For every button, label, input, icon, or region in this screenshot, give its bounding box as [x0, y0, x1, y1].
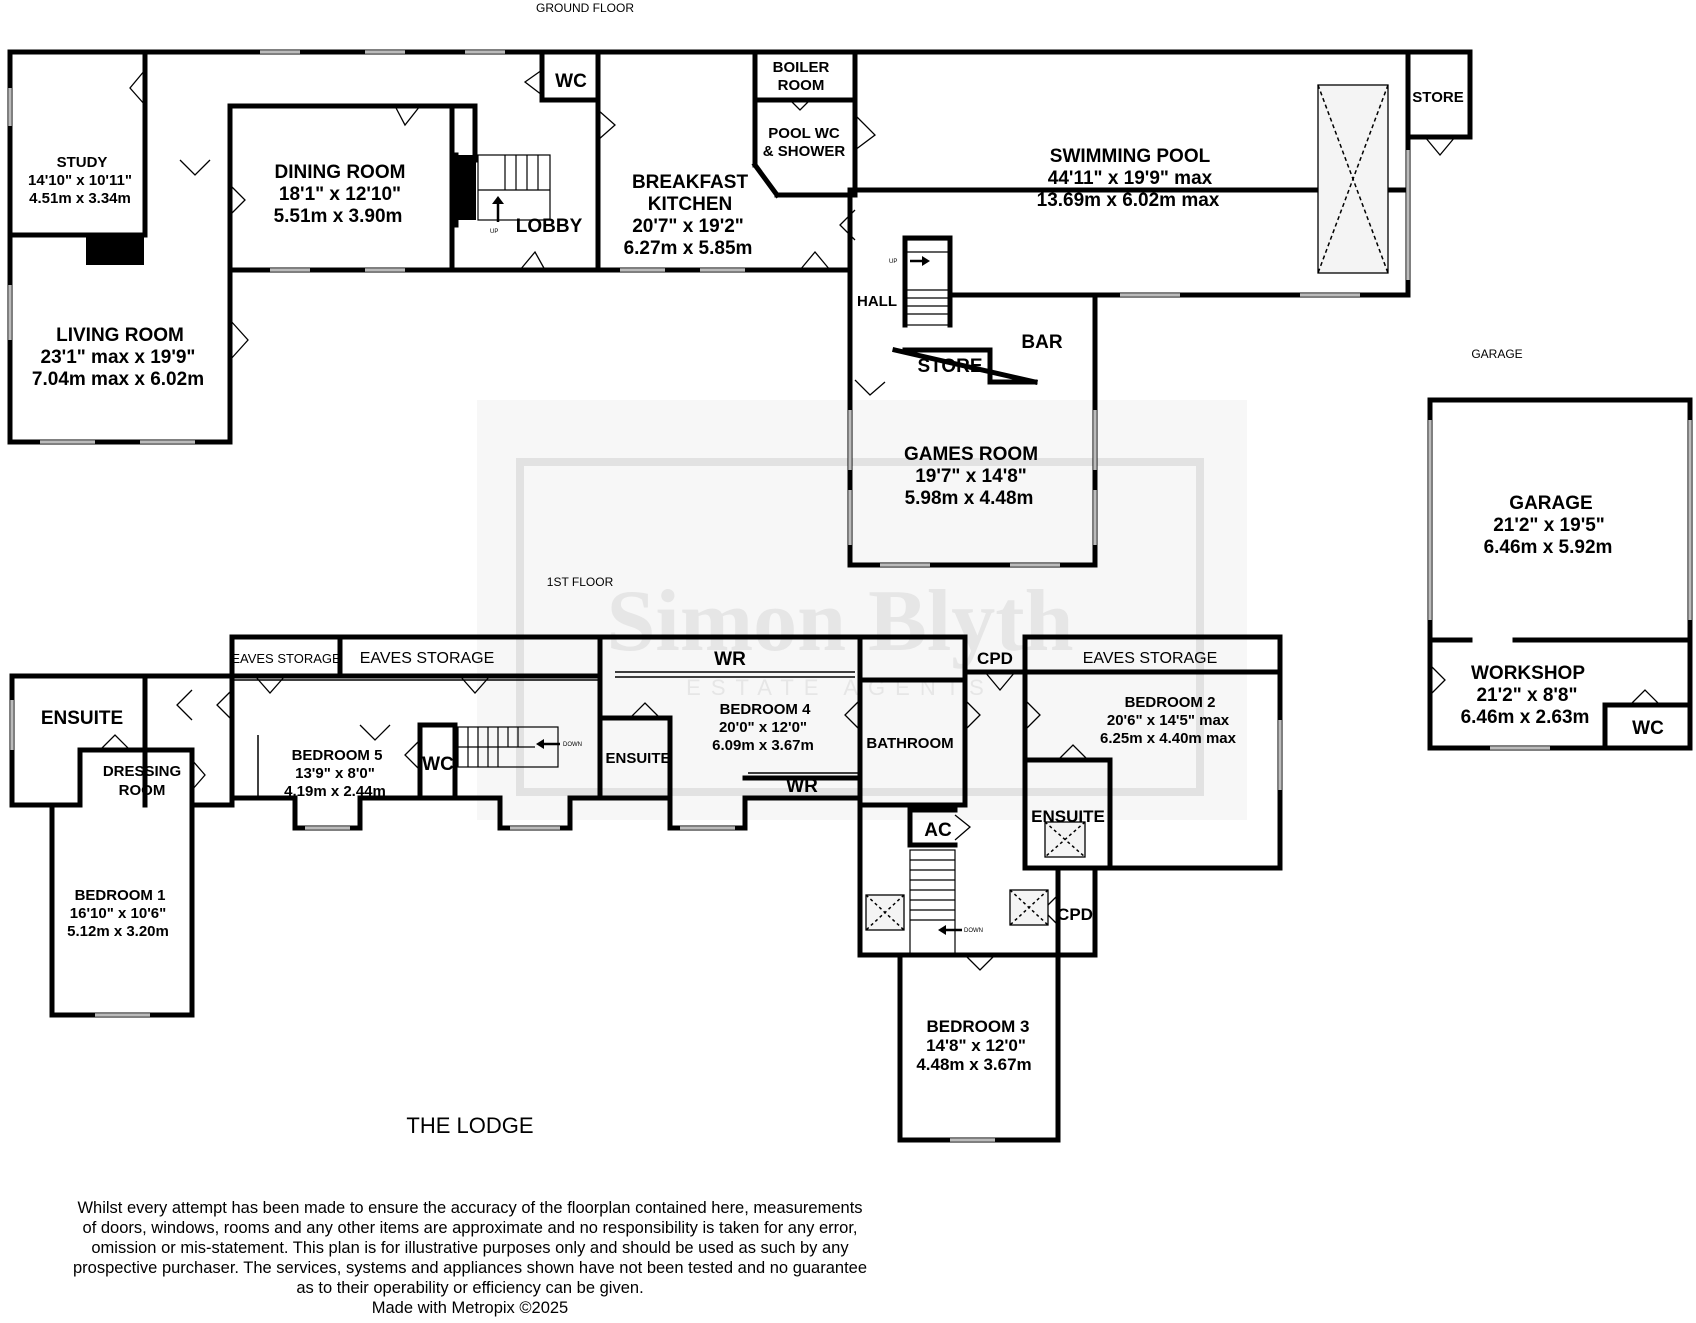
dining-room-label: DINING ROOM	[275, 162, 406, 183]
disclaimer-line: of doors, windows, rooms and any other i…	[82, 1219, 858, 1237]
pool-store-label: STORE	[1412, 89, 1463, 106]
breakfast-kitchen-label-line1: BREAKFAST	[632, 172, 749, 193]
ensuite-1-label: ENSUITE	[41, 708, 123, 729]
garage-plan: GARAGE 21'2" x 19'5" 6.46m x 5.92m WORKS…	[1427, 397, 1693, 751]
breakfast-kitchen-metric: 6.27m x 5.85m	[624, 238, 753, 259]
bedroom-3-metric: 4.48m x 3.67m	[916, 1055, 1031, 1074]
wr-top-label: WR	[714, 649, 746, 670]
garage-label: GARAGE	[1509, 493, 1592, 514]
hall-label: HALL	[857, 293, 897, 310]
lobby-stairs-icon	[477, 154, 551, 222]
lobby-label: LOBBY	[516, 216, 583, 237]
landing-stairs-icon	[909, 849, 962, 956]
boiler-room-label-line2: ROOM	[778, 77, 825, 94]
bedroom-1-imperial: 16'10" x 10'6"	[70, 905, 166, 922]
living-room-imperial: 23'1" max x 19'9"	[41, 347, 196, 368]
games-room-metric: 5.98m x 4.48m	[905, 488, 1034, 509]
first-floor-plan: DOWN DOWN ENSUITE	[9, 634, 1283, 1143]
ff-down-label-1: DOWN	[563, 742, 582, 748]
dressing-room-label-line2: ROOM	[119, 782, 166, 799]
garage-metric: 6.46m x 5.92m	[1484, 537, 1613, 558]
ground-floor-label: GROUND FLOOR	[536, 1, 634, 15]
pool-cover-icon	[1317, 84, 1389, 274]
ensuite-2-label: ENSUITE	[1031, 807, 1105, 826]
workshop-metric: 6.46m x 2.63m	[1461, 707, 1590, 728]
dressing-room-label-line1: DRESSING	[103, 763, 181, 780]
plan-title: THE LODGE	[406, 1113, 533, 1138]
bedroom-5-label: BEDROOM 5	[292, 747, 383, 764]
disclaimer-line: Whilst every attempt has been made to en…	[77, 1199, 863, 1217]
ground-floor-plan: UP UP STUDY 14'10" x 10'11" 4.51m x 3.34…	[7, 49, 1473, 568]
first-floor-label: 1ST FLOOR	[547, 575, 614, 589]
eaves-storage-2-label: EAVES STORAGE	[360, 650, 495, 667]
breakfast-kitchen-label-line2: KITCHEN	[648, 194, 732, 215]
hall-store-label: STORE	[917, 356, 982, 377]
swimming-pool-metric: 13.69m x 6.02m max	[1037, 190, 1220, 211]
stove-icon	[452, 155, 476, 220]
ground-windows	[8, 50, 1410, 567]
dining-room-imperial: 18'1" x 12'10"	[279, 184, 401, 205]
bedroom-1-label: BEDROOM 1	[75, 887, 166, 904]
cpd-right-label: CPD	[1057, 905, 1093, 924]
wr-bottom-label: WR	[786, 776, 818, 797]
disclaimer-credit: Made with Metropix ©2025	[371, 1299, 569, 1317]
disclaimer-line: as to their operability or efficiency ca…	[296, 1279, 644, 1297]
disclaimer-line: prospective purchaser. The services, sys…	[72, 1259, 868, 1277]
hall-stairs-icon	[905, 239, 951, 326]
garage-wc-label: WC	[1632, 718, 1664, 739]
ff-wc-label: WC	[422, 754, 454, 775]
watermark-name: Simon Blyth	[606, 573, 1073, 670]
bedroom-2-metric: 6.25m x 4.40m max	[1100, 730, 1237, 747]
garage-floor-label: GARAGE	[1471, 347, 1522, 361]
bedroom-1-metric: 5.12m x 3.20m	[67, 923, 169, 940]
lobby-up-label: UP	[490, 229, 498, 235]
bedroom-4-imperial: 20'0" x 12'0"	[719, 719, 807, 736]
cpd-top-label: CPD	[977, 649, 1013, 668]
bedroom-5-metric: 4.19m x 2.44m	[284, 783, 386, 800]
bedroom-3-imperial: 14'8" x 12'0"	[926, 1036, 1026, 1055]
swimming-pool-label: SWIMMING POOL	[1050, 146, 1211, 167]
bedroom-4-label: BEDROOM 4	[720, 701, 812, 718]
bedroom-5-imperial: 13'9" x 8'0"	[295, 765, 375, 782]
workshop-imperial: 21'2" x 8'8"	[1476, 685, 1577, 706]
bar-label: BAR	[1021, 332, 1062, 353]
disclaimer-line: omission or mis-statement. This plan is …	[91, 1239, 849, 1257]
first-floor-stairs-icon	[457, 726, 560, 768]
living-room-metric: 7.04m max x 6.02m	[32, 369, 204, 390]
ensuite-4-label: ENSUITE	[605, 750, 670, 767]
study-label: STUDY	[57, 154, 108, 171]
eaves-storage-3-label: EAVES STORAGE	[1083, 650, 1218, 667]
bedroom-2-label: BEDROOM 2	[1125, 694, 1216, 711]
boiler-room-label-line1: BOILER	[773, 59, 830, 76]
bedroom-2-imperial: 20'6" x 14'5" max	[1107, 712, 1230, 729]
workshop-label: WORKSHOP	[1471, 663, 1585, 684]
study-metric: 4.51m x 3.34m	[29, 190, 131, 207]
fireplace-icon	[86, 233, 144, 265]
living-room-label: LIVING ROOM	[56, 325, 184, 346]
ff-down-label-2: DOWN	[964, 928, 983, 934]
pool-wc-label-line1: POOL WC	[768, 125, 840, 142]
skylight-icon	[865, 821, 1086, 931]
swimming-pool-imperial: 44'11" x 19'9" max	[1048, 168, 1213, 189]
study-imperial: 14'10" x 10'11"	[28, 172, 132, 189]
ground-doors	[129, 69, 1456, 396]
first-floor-doors	[99, 671, 1089, 971]
hall-up-label: UP	[889, 259, 897, 265]
first-floor-windows	[10, 700, 1282, 1142]
pool-wc-label-line2: & SHOWER	[763, 143, 846, 160]
wc-label: WC	[555, 71, 587, 92]
ac-label: AC	[924, 820, 952, 841]
bedroom-4-metric: 6.09m x 3.67m	[712, 737, 814, 754]
garage-imperial: 21'2" x 19'5"	[1493, 515, 1605, 536]
games-room-imperial: 19'7" x 14'8"	[915, 466, 1027, 487]
games-room-label: GAMES ROOM	[904, 444, 1038, 465]
disclaimer: Whilst every attempt has been made to en…	[20, 1198, 920, 1318]
eaves-storage-1-label: EAVES STORAGE	[231, 651, 341, 666]
bathroom-label: BATHROOM	[866, 735, 953, 752]
breakfast-kitchen-imperial: 20'7" x 19'2"	[632, 216, 744, 237]
dining-room-metric: 5.51m x 3.90m	[274, 206, 403, 227]
bedroom-3-label: BEDROOM 3	[927, 1017, 1030, 1036]
